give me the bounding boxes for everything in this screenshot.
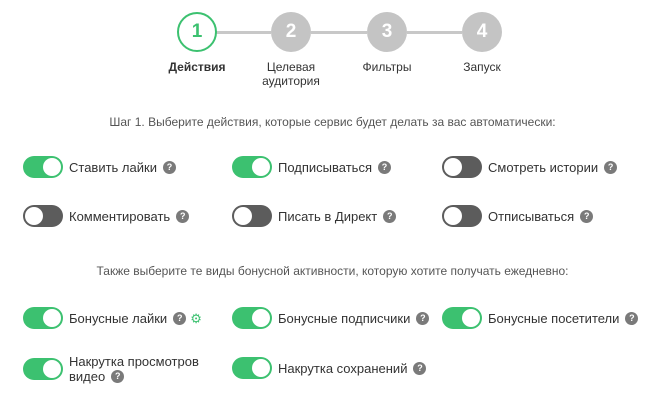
option-label-line2: видео (69, 369, 106, 384)
step-number: 2 (285, 21, 297, 42)
step-3-label: Фильтры (362, 60, 412, 74)
toggle-switch[interactable] (442, 205, 482, 227)
stepper: 1 2 3 4 Действия Целевая аудитория Фильт… (0, 0, 665, 100)
option-like[interactable]: Ставить лайки ? (23, 155, 176, 179)
step-1-label: Действия (168, 60, 226, 74)
option-bonus-visitors[interactable]: Бонусные посетители ? (442, 306, 639, 330)
step-4-circle[interactable]: 4 (462, 12, 502, 52)
step-4-label: Запуск (463, 60, 501, 74)
question-icon[interactable]: ? (176, 209, 190, 223)
question-icon[interactable]: ? (383, 209, 397, 223)
option-label: Подписываться (278, 159, 372, 175)
option-label: Писать в Директ (278, 208, 378, 224)
toggle-switch[interactable] (442, 307, 482, 329)
question-icon[interactable]: ? (378, 160, 391, 174)
question-icon[interactable]: ? (416, 311, 430, 325)
toggle-switch[interactable] (232, 357, 272, 379)
section-1-title: Шаг 1. Выберите действия, которые сервис… (109, 115, 556, 129)
question-icon[interactable]: ? (580, 209, 594, 223)
toggle-switch[interactable] (23, 358, 63, 380)
option-saves[interactable]: Накрутка сохранений ? (232, 356, 427, 380)
option-direct[interactable]: Писать в Директ ? (232, 204, 397, 228)
option-bonus-followers[interactable]: Бонусные подписчики ? (232, 306, 430, 330)
question-icon[interactable]: ? (162, 160, 176, 174)
toggle-switch[interactable] (232, 156, 272, 178)
toggle-switch[interactable] (442, 156, 482, 178)
option-comment[interactable]: Комментировать ? (23, 204, 190, 228)
toggle-switch[interactable] (232, 205, 272, 227)
option-label: Бонусные лайки (69, 310, 168, 326)
toggle-switch[interactable] (23, 205, 63, 227)
question-icon[interactable]: ? (604, 160, 618, 174)
gear-icon[interactable]: ⚙ (190, 310, 202, 326)
section-2-title: Также выберите те виды бонусной активнос… (96, 264, 569, 278)
option-label: Накрутка сохранений (278, 360, 408, 376)
step-number: 1 (191, 21, 203, 42)
option-bonus-likes[interactable]: Бонусные лайки ? ⚙ (23, 306, 202, 330)
step-3-circle[interactable]: 3 (367, 12, 407, 52)
option-stories[interactable]: Смотреть истории ? (442, 155, 618, 179)
option-video-views[interactable]: Накрутка просмотров видео ? (23, 354, 199, 384)
option-label: Бонусные подписчики (278, 310, 411, 326)
step-connector (311, 31, 367, 34)
step-2-circle[interactable]: 2 (271, 12, 311, 52)
step-number: 3 (381, 21, 393, 42)
toggle-switch[interactable] (23, 307, 63, 329)
option-label: Смотреть истории (488, 159, 599, 175)
step-connector (407, 31, 462, 34)
option-unfollow[interactable]: Отписываться ? (442, 204, 594, 228)
toggle-switch[interactable] (232, 307, 272, 329)
option-label-line1: Накрутка просмотров (69, 354, 199, 369)
option-label: Бонусные посетители (488, 310, 620, 326)
option-follow[interactable]: Подписываться ? (232, 155, 391, 179)
step-connector (216, 31, 271, 34)
question-icon[interactable]: ? (111, 370, 125, 383)
option-label: Комментировать (69, 208, 171, 224)
question-icon[interactable]: ? (413, 361, 427, 375)
question-icon[interactable]: ? (625, 311, 639, 325)
question-icon[interactable]: ? (173, 311, 187, 325)
step-1-circle[interactable]: 1 (177, 12, 217, 52)
toggle-switch[interactable] (23, 156, 63, 178)
option-label: Ставить лайки (69, 159, 157, 175)
step-2-label: Целевая аудитория (262, 60, 320, 88)
step-number: 4 (476, 21, 488, 42)
option-label: Отписываться (488, 208, 575, 224)
